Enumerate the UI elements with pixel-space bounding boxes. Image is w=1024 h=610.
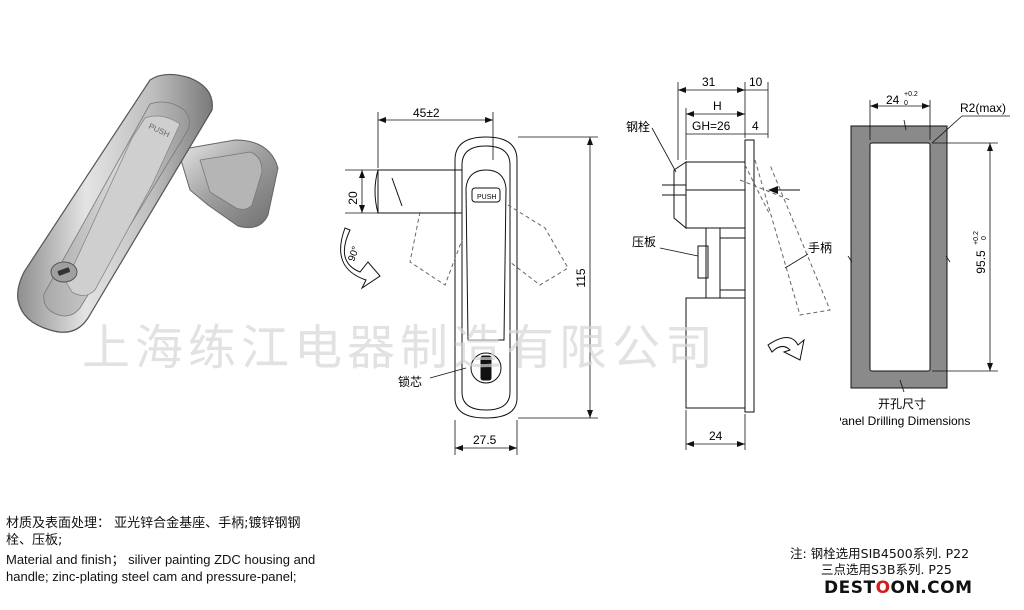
logo-part1: DEST: [824, 578, 876, 598]
side-pressure-plate: [697, 245, 709, 279]
front-push-label: PUSH: [477, 194, 496, 201]
side-rotation-arrow: [767, 337, 805, 361]
side-dim-h: H: [713, 99, 722, 113]
cutout-dim-height-tol-upper: +0.2: [973, 231, 980, 245]
rotation-arrow: [340, 227, 381, 290]
side-dim-gh: GH=26: [692, 119, 731, 133]
description-cn-line2: 栓、压板;: [6, 533, 63, 548]
cutout-dim-height: 95.5: [974, 250, 988, 274]
description-en-line1: Material and finish； siliver painting ZD…: [6, 552, 316, 567]
side-dim-24: 24: [709, 429, 723, 443]
front-dim-handle-height: 20: [346, 191, 360, 205]
side-label-steel-bolt: 钢栓: [626, 119, 650, 134]
side-view-drawing: 31 10 H GH=26 4 24 钢栓 压板 手柄: [626, 75, 832, 450]
front-view-drawing: 45±2 20 115 27.5 90° 锁芯 PUSH: [340, 106, 598, 455]
front-rotation-angle: 90°: [346, 245, 362, 263]
front-body-outline: [454, 136, 518, 419]
logo-part2: O: [875, 578, 891, 598]
front-dim-height: 115: [574, 268, 588, 287]
side-panel: [744, 139, 755, 413]
destoon-logo[interactable]: DESTOON.COM: [824, 578, 973, 598]
side-dim-31: 31: [702, 75, 716, 89]
note-line1: 注: 钢栓选用SIB4500系列. P22: [790, 546, 970, 561]
front-lock-core: [470, 352, 502, 384]
cutout-opening: [869, 142, 931, 372]
cutout-caption-cn: 开孔尺寸: [878, 397, 926, 411]
side-dim-4: 4: [752, 119, 759, 133]
cutout-label-radius: R2(max): [960, 101, 1006, 115]
front-handle: [374, 169, 462, 214]
side-steel-bolt: [673, 161, 687, 230]
cutout-dim-height-tol-lower: 0: [981, 236, 988, 240]
front-dim-width: 45±2: [413, 106, 440, 120]
side-label-pressure-plate: 压板: [632, 235, 656, 249]
side-label-handle: 手柄: [808, 241, 832, 255]
cutout-dim-width-tol-upper: +0.2: [904, 91, 918, 98]
front-dim-base-width: 27.5: [473, 433, 497, 447]
logo-part3: ON.COM: [890, 578, 973, 598]
description-en-line2: handle; zinc-plating steel cam and press…: [6, 569, 297, 584]
cutout-caption-en: Panel Drilling Dimensions: [840, 414, 970, 428]
front-label-lock-core: 锁芯: [398, 374, 422, 389]
cutout-drawing: 24 +0.2 0 95.5 +0.2 0 R2(max) 开孔尺寸 Panel…: [840, 91, 1010, 428]
side-dim-10: 10: [749, 75, 763, 89]
cutout-dim-width: 24: [886, 93, 900, 107]
product-photo: PUSH: [17, 73, 279, 333]
note-line2: 三点选用S3B系列. P25: [821, 562, 952, 577]
description-cn-line1: 材质及表面处理： 亚光锌合金基座、手柄;镀锌钢钢: [6, 516, 301, 531]
cutout-dim-width-tol-lower: 0: [904, 100, 908, 107]
